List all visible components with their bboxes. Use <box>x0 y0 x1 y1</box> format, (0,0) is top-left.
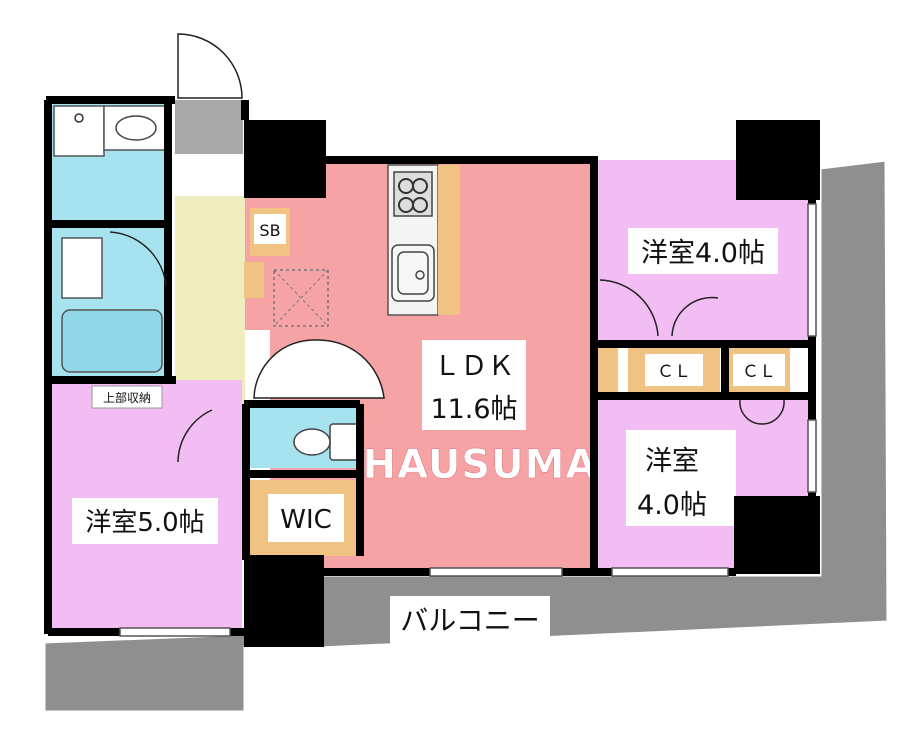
column-entrance <box>244 120 326 198</box>
upper-storage-box <box>91 385 163 409</box>
entrance-gray <box>175 100 243 154</box>
vanity-counter <box>103 105 169 151</box>
watermark: HAUSUMA <box>363 442 598 488</box>
sb-label-box <box>254 214 286 244</box>
bathtub-icon <box>61 309 163 373</box>
closet-1-label: ＣＬ <box>657 362 691 382</box>
column-sw <box>244 555 324 647</box>
hallway <box>175 196 245 406</box>
kitchen-back-panel <box>438 165 460 315</box>
walls <box>44 96 816 636</box>
doors <box>109 33 785 463</box>
upper-storage-label: 上部収納 <box>103 390 151 405</box>
fridge-space <box>273 269 329 327</box>
ldk-size: 11.6帖 <box>430 394 517 425</box>
western-sw-label-box <box>72 498 218 544</box>
closet-2-label: ＣＬ <box>742 362 776 382</box>
column-se <box>734 496 820 574</box>
western-se-name: 洋室 <box>645 446 699 477</box>
ldk-label-box <box>422 340 526 430</box>
wic-label-box <box>268 494 344 542</box>
western-ne-label: 洋室4.0帖 <box>641 238 765 269</box>
closet-1-label-box <box>645 354 703 386</box>
stove-icon <box>393 171 433 217</box>
balcony-label: バルコニー <box>400 604 539 637</box>
sb-label: SB <box>259 221 280 240</box>
column-ne <box>736 120 820 200</box>
closet-2-label-box <box>733 354 785 386</box>
ldk-name: ＬＤＫ <box>434 351 515 382</box>
washbasin-icon <box>115 115 157 141</box>
balcony-label-box <box>390 596 550 644</box>
western-ne-label-box <box>628 228 778 274</box>
western-se-label-box <box>626 430 736 526</box>
sink-icon <box>391 244 435 302</box>
windows <box>119 203 817 637</box>
closet-ldk <box>596 348 618 392</box>
fridge-cross-2 <box>273 269 329 327</box>
shower-area <box>61 237 103 299</box>
wic-label: WIC <box>280 505 332 535</box>
toilet-icon <box>293 423 359 461</box>
western-se-size: 4.0帖 <box>637 490 707 521</box>
storage-small <box>244 262 264 298</box>
western-sw-label: 洋室5.0帖 <box>85 508 204 538</box>
drain-icon <box>74 113 84 123</box>
